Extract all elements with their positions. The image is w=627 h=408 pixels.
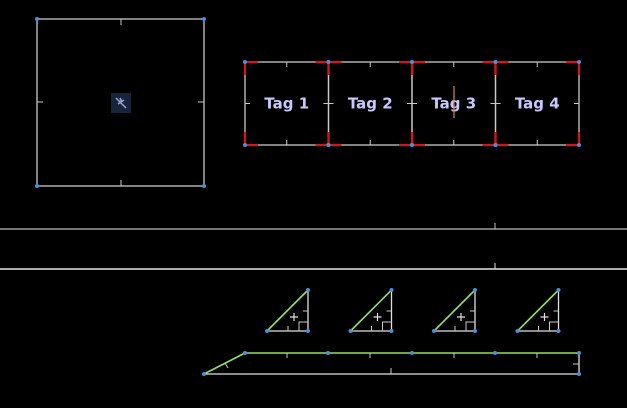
corner-marker [494, 60, 509, 75]
block-insert-icon[interactable] [111, 93, 131, 113]
tag-label: Tag 1 [264, 95, 309, 113]
grip-handle[interactable] [389, 329, 394, 333]
grip-handle[interactable] [515, 329, 520, 333]
tag-box[interactable]: Tag 1 [243, 60, 331, 147]
grip-handle[interactable] [473, 288, 477, 292]
corner-marker [399, 60, 414, 75]
lower-rail[interactable] [0, 263, 627, 270]
grip-handle[interactable] [35, 184, 39, 188]
right-angle-mark [549, 321, 559, 331]
tag-label: Tag 4 [515, 95, 560, 113]
plus-marker-icon [290, 313, 298, 321]
corner-marker [482, 132, 497, 147]
tray-slope-edge [203, 352, 246, 375]
corner-marker [566, 132, 581, 147]
tag-box[interactable]: Tag 2 [326, 60, 415, 147]
tag-box[interactable]: Tag 4 [493, 60, 582, 147]
grip-handle[interactable] [410, 351, 414, 355]
grip-handle[interactable] [202, 184, 206, 188]
grip-handle[interactable] [306, 288, 310, 292]
grip-handle[interactable] [556, 329, 561, 333]
corner-marker [327, 60, 342, 75]
grip-handle[interactable] [326, 143, 331, 147]
grip-handle[interactable] [556, 288, 561, 292]
corner-marker [315, 60, 330, 75]
grip-handle[interactable] [202, 17, 206, 21]
grip-handle[interactable] [243, 351, 247, 355]
corner-marker [243, 60, 258, 75]
right-angle-mark [382, 321, 392, 331]
grip-handle[interactable] [410, 60, 414, 64]
tray-angle-mark [224, 362, 229, 369]
grip-handle[interactable] [493, 351, 497, 355]
bottom-tray[interactable] [202, 351, 581, 376]
corner-marker [494, 132, 509, 147]
triangle-shape[interactable] [348, 288, 394, 333]
grip-handle[interactable] [493, 143, 498, 147]
grip-handle[interactable] [306, 329, 310, 333]
grip-handle[interactable] [265, 329, 269, 333]
triangle-row [265, 288, 561, 333]
triangle-hypotenuse [516, 289, 560, 332]
grip-handle[interactable] [473, 329, 477, 333]
square-block[interactable] [35, 17, 206, 188]
grip-handle[interactable] [577, 143, 581, 147]
triangle-hypotenuse [433, 289, 476, 332]
corner-marker [410, 132, 425, 147]
grip-handle[interactable] [243, 60, 247, 64]
grip-handle[interactable] [35, 17, 39, 21]
grip-handle[interactable] [577, 372, 581, 376]
grip-handle[interactable] [577, 351, 581, 355]
tag-label: Tag 2 [348, 95, 393, 113]
corner-marker [327, 132, 342, 147]
corner-marker [399, 132, 414, 147]
corner-marker [315, 132, 330, 147]
plus-marker-icon [540, 313, 549, 321]
upper-rail[interactable] [0, 223, 627, 230]
corner-marker [243, 132, 258, 147]
triangle-shape[interactable] [432, 288, 477, 333]
grip-handle[interactable] [577, 60, 581, 64]
triangle-shape[interactable] [265, 288, 310, 333]
right-angle-mark [298, 321, 308, 331]
grip-handle[interactable] [389, 288, 394, 292]
grip-handle[interactable] [493, 60, 498, 64]
grip-handle[interactable] [326, 60, 331, 64]
grip-handle[interactable] [410, 143, 414, 147]
triangle-hypotenuse [266, 289, 309, 332]
plus-marker-icon [457, 313, 465, 321]
corner-marker [482, 60, 497, 75]
triangle-hypotenuse [349, 289, 393, 332]
plus-marker-icon [373, 313, 382, 321]
corner-marker [566, 60, 581, 75]
triangle-shape[interactable] [515, 288, 561, 333]
grip-handle[interactable] [243, 143, 247, 147]
grip-handle[interactable] [202, 372, 206, 376]
grip-handle[interactable] [326, 351, 330, 355]
grip-handle[interactable] [432, 329, 436, 333]
right-angle-mark [465, 321, 475, 331]
corner-marker [410, 60, 425, 75]
grip-handle[interactable] [348, 329, 353, 333]
